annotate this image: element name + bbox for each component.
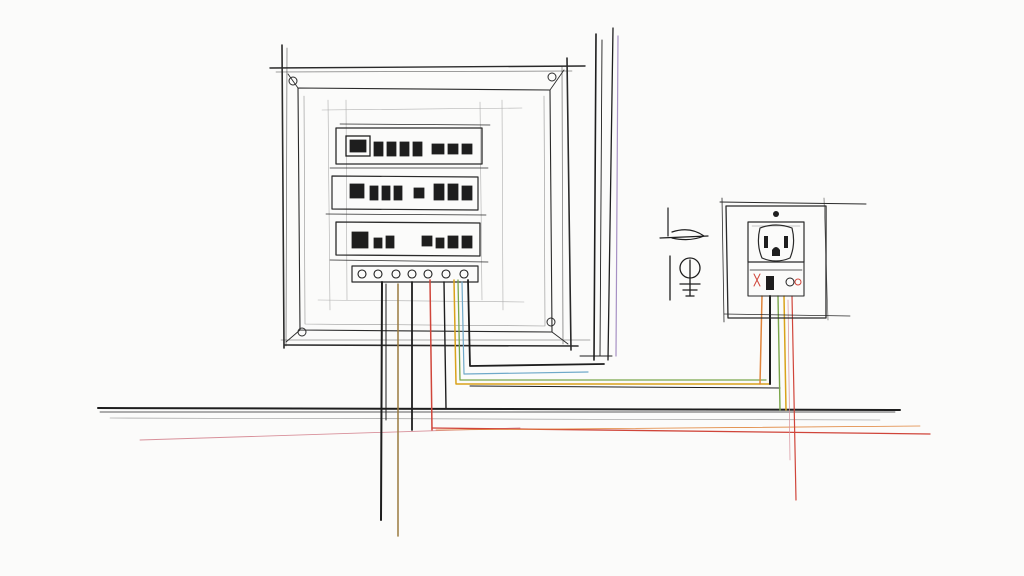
floor-line xyxy=(97,407,901,441)
wires xyxy=(380,279,931,537)
ground-icon xyxy=(669,255,701,301)
breaker-switches xyxy=(345,135,473,249)
panel-terminals xyxy=(357,269,469,279)
breaker-switch-icon xyxy=(659,207,709,241)
outlet-slots xyxy=(764,211,788,290)
conduit-lines xyxy=(579,27,619,361)
wall-outlet xyxy=(719,197,867,323)
outlet-terminals xyxy=(753,273,802,287)
